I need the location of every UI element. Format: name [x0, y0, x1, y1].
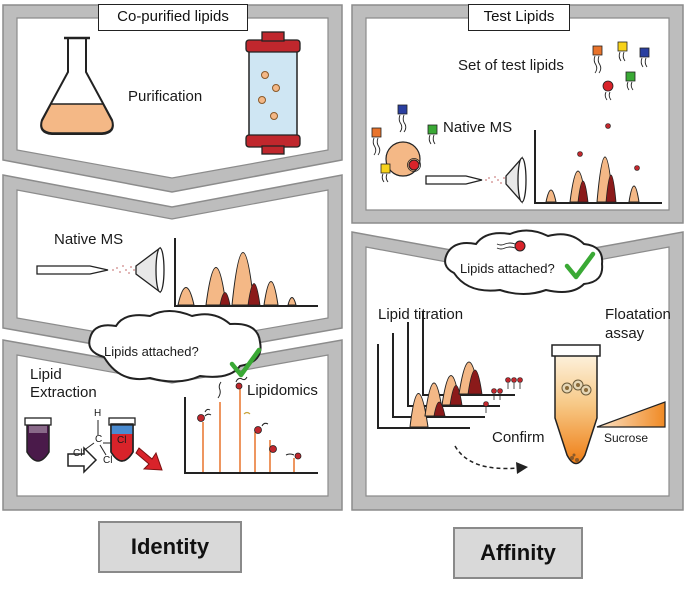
lipidomics-label: Lipidomics	[247, 382, 318, 399]
right-frame-native-ms	[351, 4, 684, 224]
floatation-label-line1: Floatation	[605, 306, 671, 323]
flask-icon	[40, 36, 114, 135]
confirm-dashed-arrow	[454, 445, 519, 470]
right-frame-titration	[351, 231, 684, 511]
chloroform-h: H	[94, 408, 102, 419]
sample-vial-biphasic-icon	[108, 417, 136, 462]
lipid-titration-label: Lipid titration	[378, 306, 464, 323]
red-arrow-icon	[135, 447, 163, 471]
sample-vial-purple-icon	[24, 417, 52, 462]
cloud-callout-left	[88, 310, 262, 383]
purification-column-icon	[245, 31, 301, 155]
identity-label-box: Identity	[98, 521, 242, 573]
confirm-label: Confirm	[492, 429, 545, 446]
native-ms-label-right: Native MS	[443, 119, 513, 136]
native-ms-label-left: Native MS	[54, 231, 124, 248]
checkmark-icon-left	[229, 347, 262, 378]
set-of-test-lipids-label: Set of test lipids	[458, 57, 564, 74]
chloroform-cl-bottom: Cl	[103, 455, 113, 466]
purification-label: Purification	[128, 88, 203, 105]
ms-inlet-cone-icon-right	[505, 156, 527, 204]
nano-esi-capillary-icon-right	[425, 175, 505, 185]
left-ms-spectrum	[174, 238, 318, 307]
floatation-label-line2: assay	[605, 325, 645, 342]
lipid-extraction-label-line2: Extraction	[30, 384, 97, 401]
floatation-tube-icon	[551, 344, 601, 465]
hollow-arrow-icon	[67, 446, 98, 474]
titration-spectra-stack	[377, 311, 523, 429]
confirm-arrowhead-icon	[516, 462, 528, 474]
ms-inlet-cone-icon	[135, 246, 165, 294]
chloroform-cl-right: Cl	[117, 435, 127, 446]
sucrose-gradient-ramp	[596, 401, 666, 428]
lipidomics-spectrum	[184, 376, 318, 474]
affinity-label-box: Affinity	[453, 527, 583, 579]
right-ms-spectrum	[534, 123, 662, 204]
sucrose-label: Sucrose	[604, 431, 649, 445]
chloroform-cl-left: Cl	[73, 448, 83, 459]
cloud-text-right: Lipids attached?	[460, 261, 555, 276]
checkmark-icon-right	[564, 251, 596, 280]
lipid-extraction-label-line1: Lipid	[30, 366, 62, 383]
cloud-text-left: Lipids attached?	[104, 344, 199, 359]
protein-lipid-complex-icon	[371, 104, 438, 183]
chloroform-c: C	[95, 434, 103, 445]
cloud-callout-right	[444, 229, 604, 295]
header-co-purified-lipids: Co-purified lipids	[98, 4, 248, 31]
nano-esi-capillary-icon	[36, 265, 135, 275]
test-lipid-set-icon	[592, 41, 650, 101]
header-test-lipids: Test Lipids	[468, 4, 570, 31]
